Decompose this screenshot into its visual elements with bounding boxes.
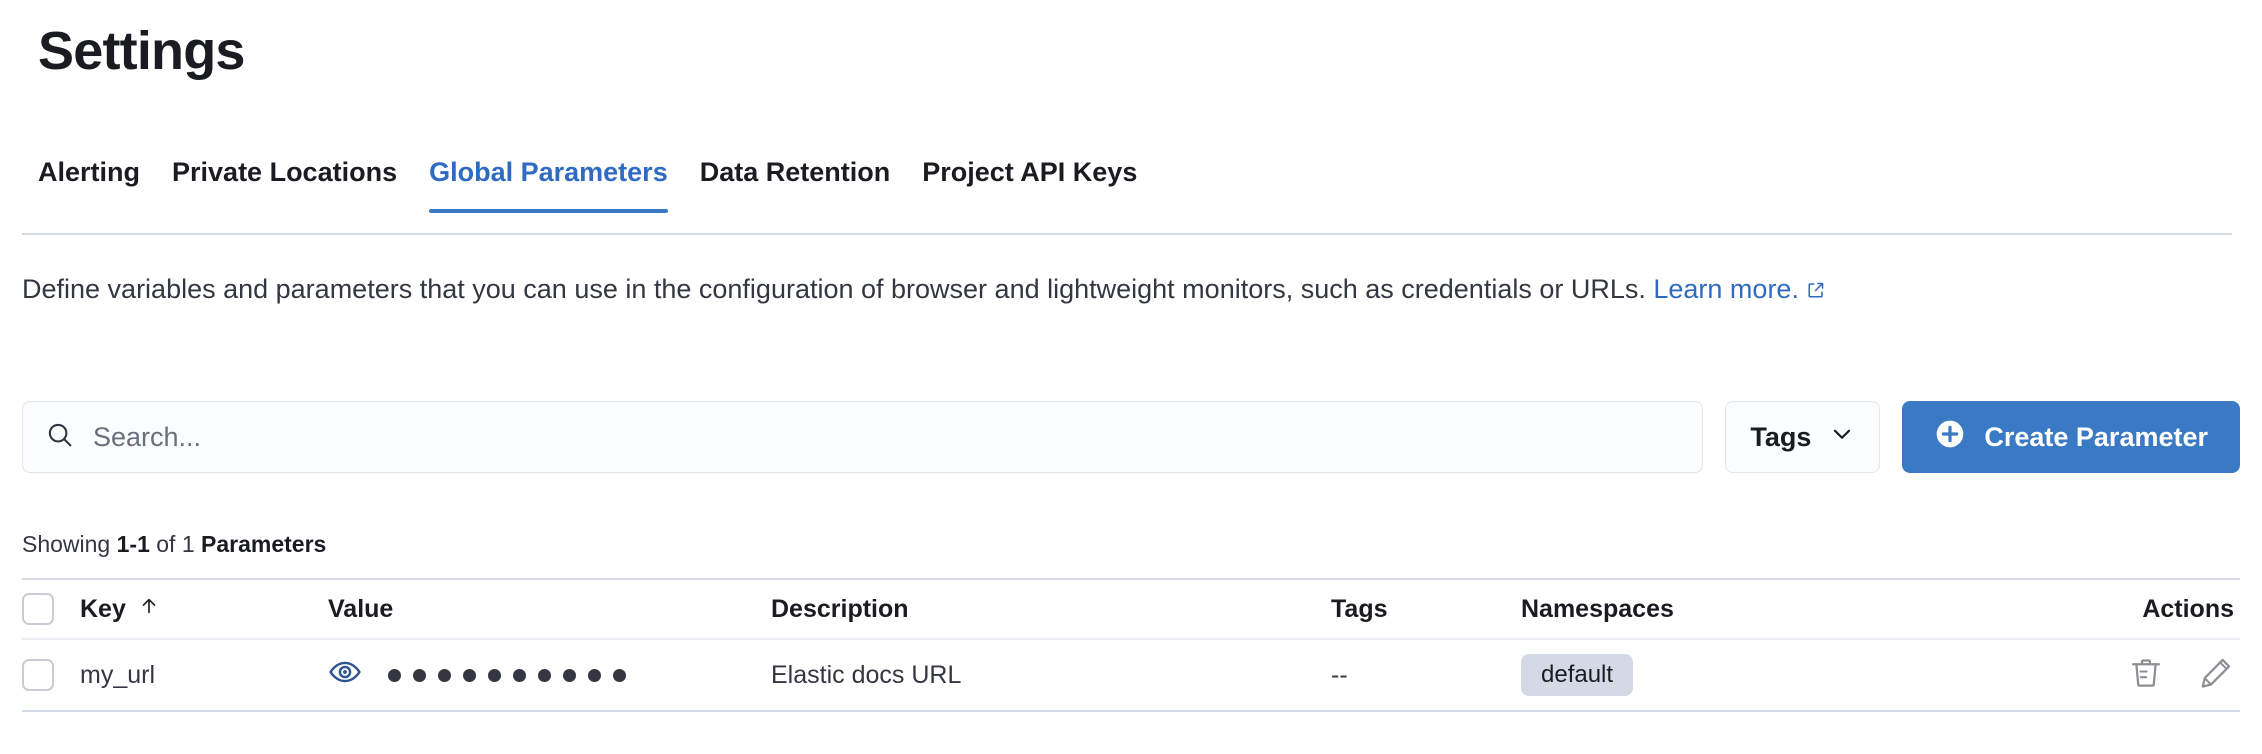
search-box[interactable] (22, 401, 1704, 473)
tab-data-retention[interactable]: Data Retention (684, 155, 907, 211)
column-header-value[interactable]: Value (328, 595, 771, 624)
cell-description: Elastic docs URL (771, 660, 962, 689)
column-header-namespaces-label: Namespaces (1521, 594, 1674, 623)
plus-circle-icon (1934, 418, 1966, 457)
mask-dot (563, 668, 576, 682)
mask-dot (538, 668, 551, 682)
create-parameter-label: Create Parameter (1984, 421, 2208, 452)
cell-value (328, 655, 771, 696)
tab-private-locations[interactable]: Private Locations (156, 155, 413, 211)
showing-prefix: Showing (22, 531, 117, 557)
tags-filter-button[interactable]: Tags (1725, 401, 1881, 473)
tab-alerting[interactable]: Alerting (22, 155, 156, 211)
column-header-key-label: Key (80, 594, 126, 623)
column-header-description[interactable]: Description (771, 595, 1331, 624)
cell-namespaces: default (1521, 654, 2060, 696)
showing-total: 1 (181, 531, 195, 557)
row-select-checkbox[interactable] (22, 659, 54, 691)
parameters-table: Key Value Description Tags Namespaces (22, 578, 2240, 712)
table-row: my_url (22, 640, 2240, 712)
column-header-value-label: Value (328, 594, 394, 623)
table-header-row: Key Value Description Tags Namespaces (22, 578, 2240, 640)
column-header-namespaces[interactable]: Namespaces (1521, 595, 2060, 624)
mask-dot (413, 668, 426, 682)
showing-range: 1-1 (116, 531, 150, 557)
mask-dot (588, 668, 601, 682)
chevron-down-icon (1829, 421, 1855, 454)
search-icon (45, 420, 75, 455)
column-header-description-label: Description (771, 594, 909, 623)
column-header-tags[interactable]: Tags (1331, 595, 1521, 624)
description-text: Define variables and parameters that you… (22, 274, 1654, 304)
namespace-badge: default (1521, 654, 1634, 696)
search-input[interactable] (93, 402, 1681, 472)
tags-filter-label: Tags (1750, 421, 1812, 452)
cell-tags: -- (1331, 660, 1348, 689)
column-header-actions-label: Actions (2142, 594, 2234, 623)
learn-more-label: Learn more. (1653, 274, 1799, 304)
mask-dot (463, 668, 476, 682)
mask-dot (438, 668, 451, 682)
select-all-checkbox[interactable] (22, 593, 54, 625)
create-parameter-button[interactable]: Create Parameter (1902, 401, 2240, 473)
showing-of: of (149, 531, 182, 557)
trash-icon[interactable] (2128, 655, 2164, 696)
results-count: Showing 1-1 of 1 Parameters (22, 530, 326, 558)
column-header-tags-label: Tags (1331, 594, 1388, 623)
page-description: Define variables and parameters that you… (22, 268, 2142, 313)
arrow-up-icon (138, 595, 160, 624)
learn-more-link[interactable]: Learn more. (1653, 274, 1826, 304)
select-all-cell (22, 593, 80, 625)
page-title: Settings (38, 21, 245, 81)
showing-noun: Parameters (194, 531, 327, 557)
column-header-actions: Actions (2060, 595, 2240, 624)
mask-dot (388, 668, 401, 682)
masked-value (328, 655, 626, 696)
tab-project-api-keys[interactable]: Project API Keys (906, 155, 1153, 211)
toolbar: Tags Create Parameter (22, 401, 2240, 473)
masked-dots (388, 668, 626, 682)
eye-icon[interactable] (328, 655, 362, 696)
column-header-key[interactable]: Key (80, 595, 328, 624)
settings-tabs: Alerting Private Locations Global Parame… (22, 155, 2232, 235)
mask-dot (488, 668, 501, 682)
external-link-icon (1806, 270, 1826, 313)
pencil-icon[interactable] (2198, 655, 2234, 696)
cell-actions (2060, 655, 2240, 696)
mask-dot (513, 668, 526, 682)
tab-global-parameters[interactable]: Global Parameters (413, 155, 684, 213)
mask-dot (613, 668, 626, 682)
row-select-cell (22, 659, 80, 691)
cell-key: my_url (80, 660, 156, 689)
